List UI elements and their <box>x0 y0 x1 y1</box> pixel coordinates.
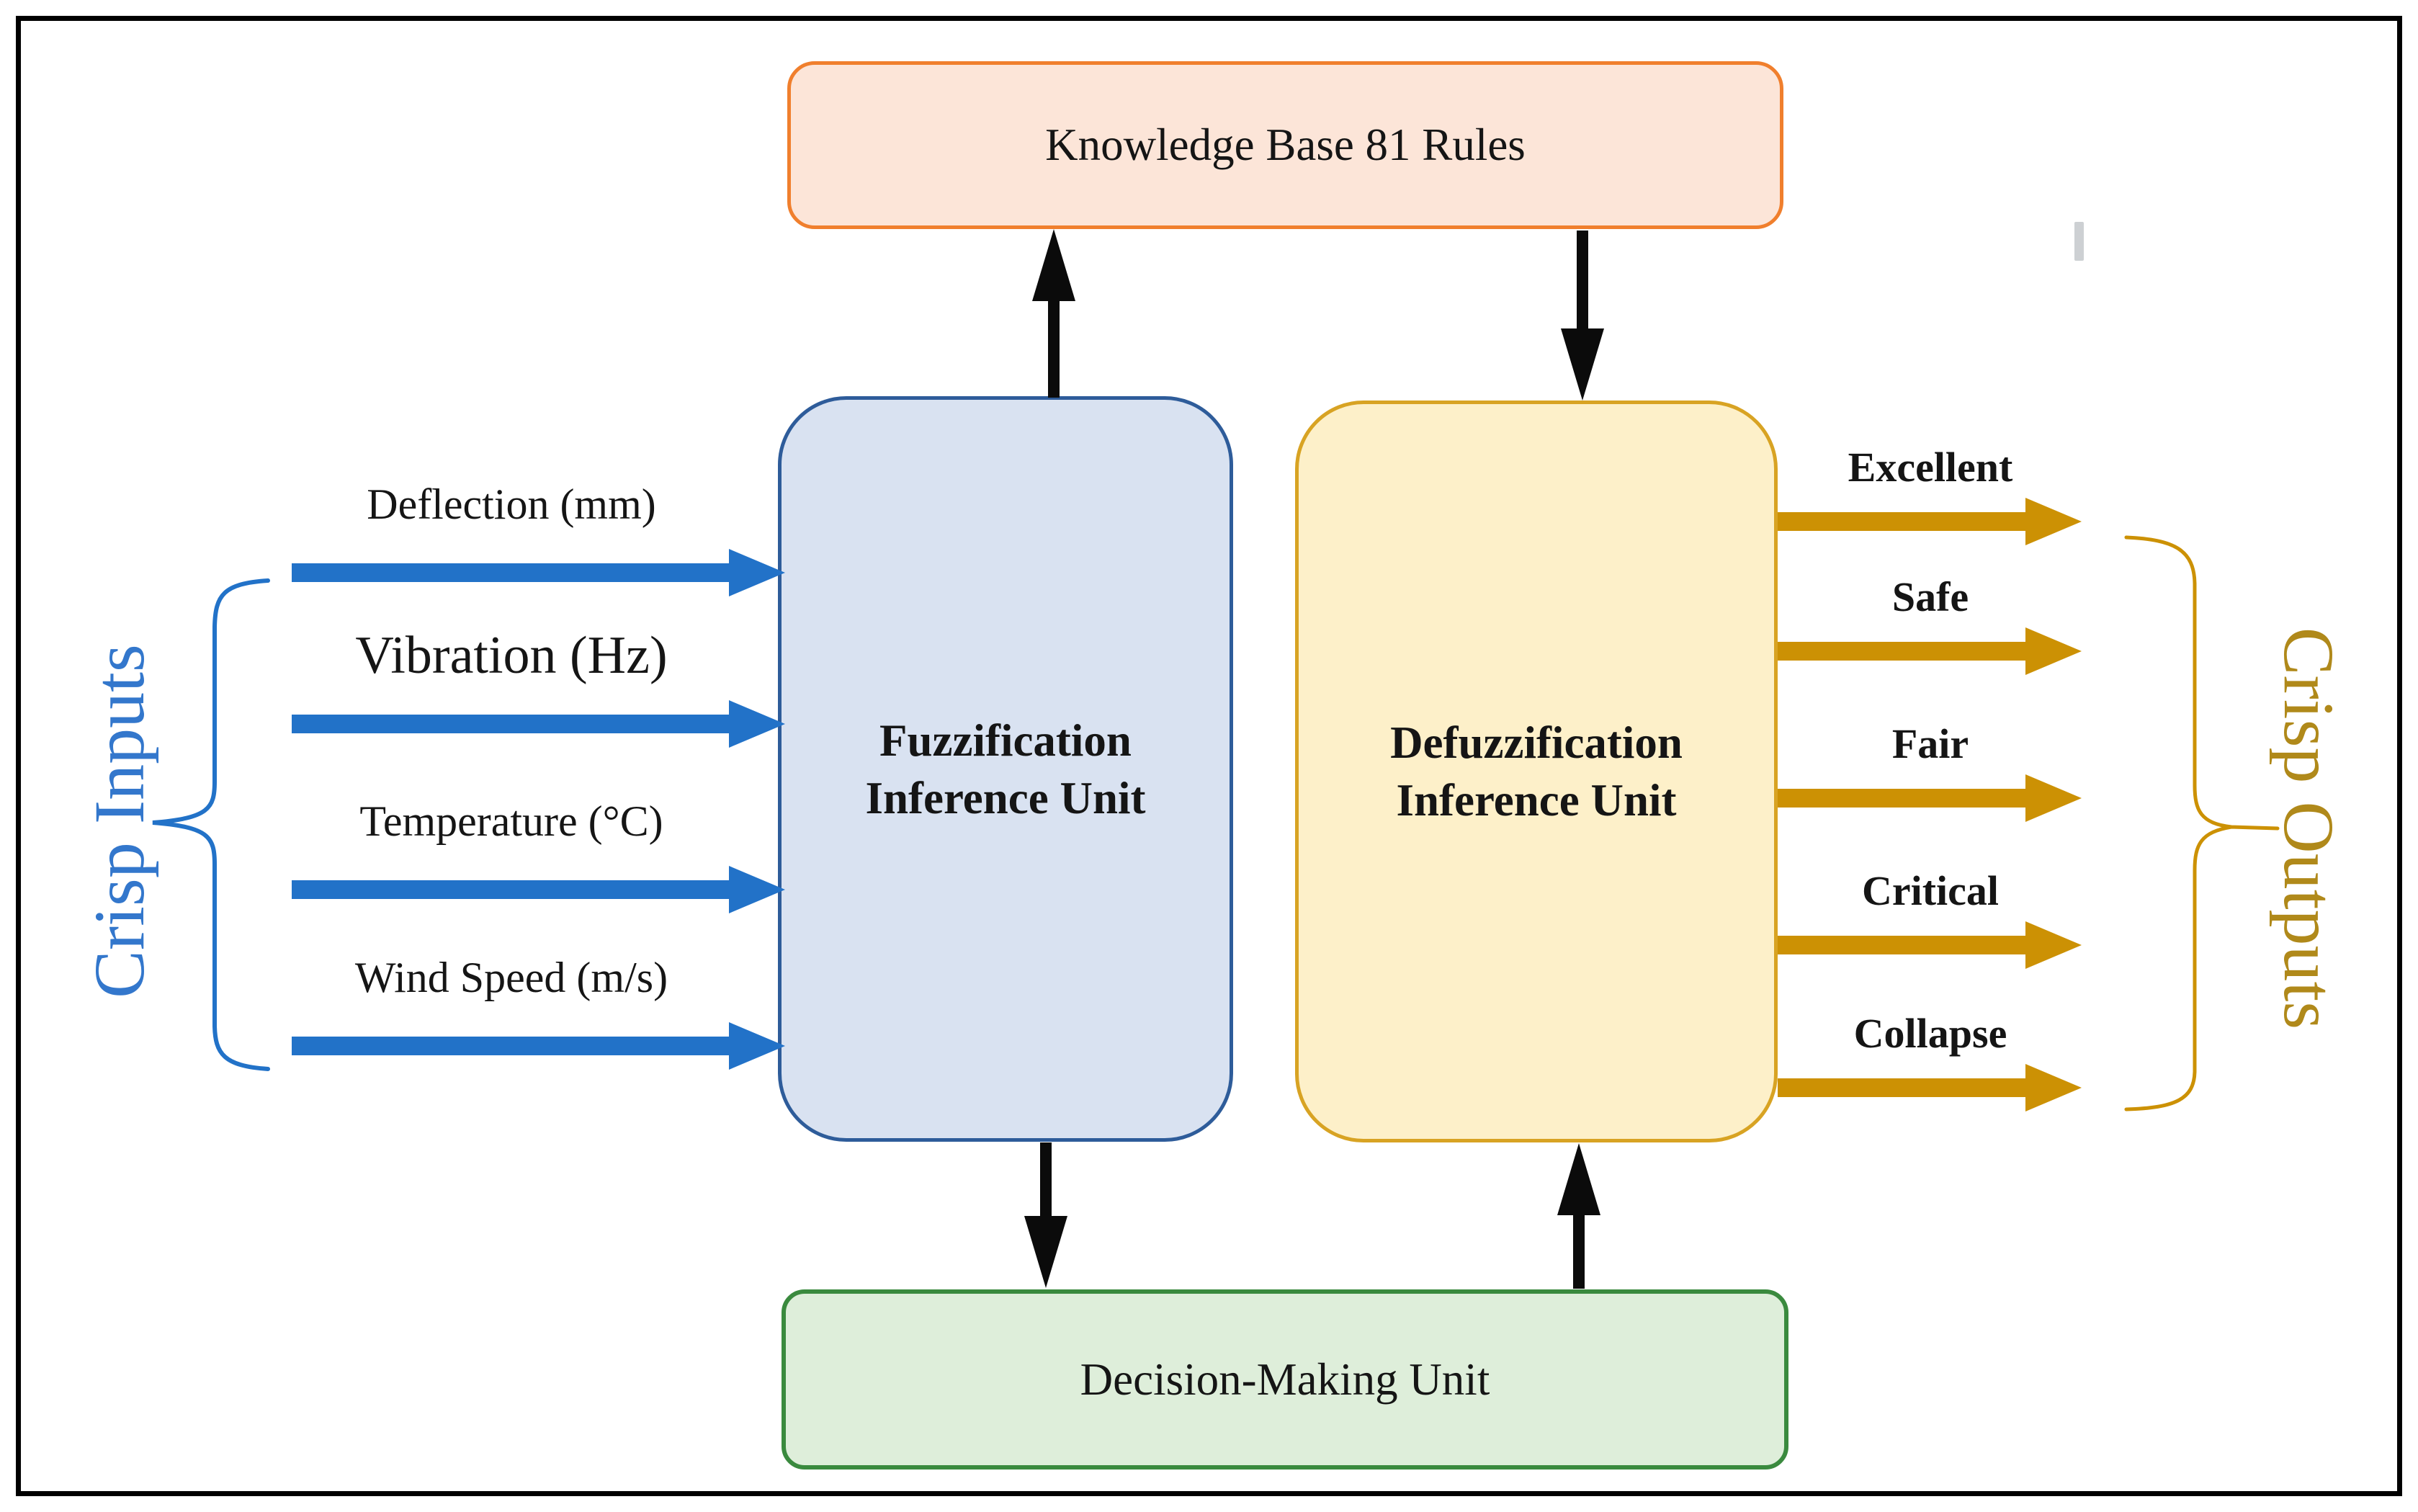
arrow-fuzzification-to-decision-making <box>1024 1142 1067 1288</box>
arrowhead-right-icon <box>729 549 785 596</box>
arrowhead-right-icon <box>729 866 785 913</box>
output-arrow-safe <box>1778 627 2082 675</box>
arrowhead-right-icon <box>2025 498 2082 545</box>
output-label-excellent: Excellent <box>1848 444 2013 491</box>
output-arrow-critical <box>1778 921 2082 969</box>
knowledge-base-box: Knowledge Base 81 Rules <box>787 61 1783 229</box>
output-label-collapse: Collapse <box>1853 1010 2007 1057</box>
arrow-fuzzification-to-knowledge-base <box>1032 229 1075 398</box>
input-label-vibration: Vibration (Hz) <box>355 626 668 685</box>
arrowhead-up-icon <box>1557 1143 1600 1215</box>
arrowhead-right-icon <box>729 700 785 748</box>
output-arrow-excellent <box>1778 498 2082 545</box>
arrowhead-down-icon <box>1024 1216 1067 1288</box>
arrow-decision-making-to-defuzzification <box>1557 1143 1600 1289</box>
output-label-fair: Fair <box>1891 720 1969 767</box>
arrowhead-right-icon <box>2025 627 2082 675</box>
input-label-wind-speed: Wind Speed (m/s) <box>354 954 668 1001</box>
outer-frame <box>16 16 2402 1496</box>
output-label-safe: Safe <box>1891 573 1969 620</box>
arrowhead-right-icon <box>729 1022 785 1070</box>
output-arrow-collapse <box>1778 1064 2082 1111</box>
decision-making-label: Decision-Making Unit <box>1080 1354 1490 1405</box>
arrowhead-down-icon <box>1561 328 1604 401</box>
arrow-knowledge-base-to-defuzzification <box>1561 231 1604 401</box>
input-arrow-deflection <box>292 549 785 596</box>
knowledge-base-label: Knowledge Base 81 Rules <box>1045 120 1526 170</box>
arrowhead-right-icon <box>2025 1064 2082 1111</box>
stray-mark <box>2074 222 2084 261</box>
defuzzification-label-line2: Inference Unit <box>1396 775 1677 826</box>
crisp-outputs-label: Crisp Outputs <box>2269 627 2350 1030</box>
decision-making-box: Decision-Making Unit <box>782 1289 1788 1469</box>
fuzzification-label-line1: Fuzzification <box>879 715 1132 766</box>
fuzzification-box: Fuzzification Inference Unit <box>778 396 1233 1142</box>
output-arrow-fair <box>1778 774 2082 822</box>
output-label-critical: Critical <box>1861 867 2000 914</box>
arrowhead-right-icon <box>2025 921 2082 969</box>
defuzzification-label-line1: Defuzzification <box>1390 717 1683 768</box>
input-label-deflection: Deflection (mm) <box>367 480 656 528</box>
fuzzification-label-line2: Inference Unit <box>865 772 1146 823</box>
arrowhead-right-icon <box>2025 774 2082 822</box>
input-arrow-temperature <box>292 866 785 913</box>
input-arrow-wind-speed <box>292 1022 785 1070</box>
defuzzification-box: Defuzzification Inference Unit <box>1295 401 1778 1142</box>
input-arrow-vibration <box>292 700 785 748</box>
crisp-inputs-label: Crisp Inputs <box>79 644 159 998</box>
input-label-temperature: Temperature (°C) <box>359 797 663 845</box>
arrowhead-up-icon <box>1032 229 1075 301</box>
